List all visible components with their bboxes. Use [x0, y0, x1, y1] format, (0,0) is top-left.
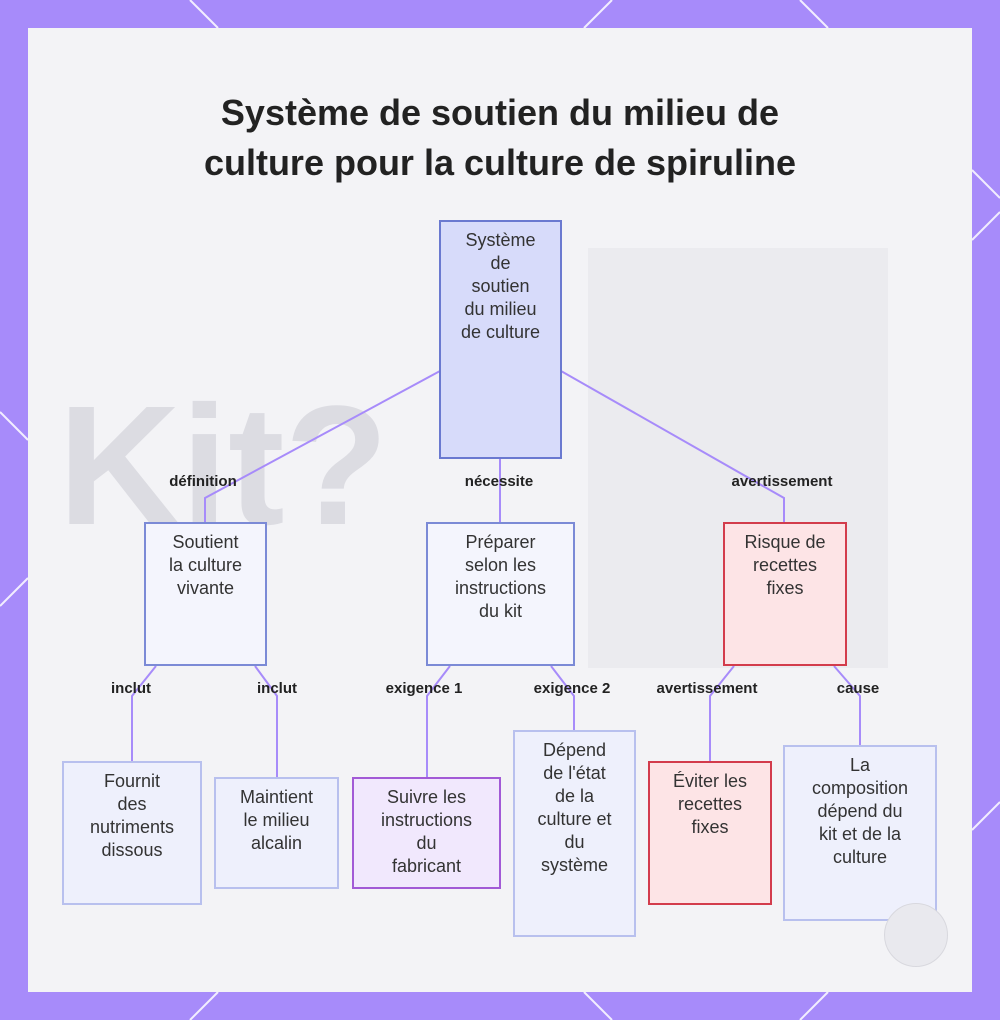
diagram-title: Système de soutien du milieu de culture …	[28, 88, 972, 188]
edge-label-avertissement-bottom: avertissement	[656, 680, 758, 697]
diagram-card: Kit? Système de soutien du milieu de cul…	[28, 28, 972, 992]
node-risque: Risque de recettes fixes	[723, 522, 847, 666]
edge-label-exigence-2: exigence 2	[533, 680, 611, 697]
edge-root-soutient	[204, 370, 441, 522]
edge-label-inclut-1: inclut	[111, 680, 151, 697]
edge-preparer-depend	[550, 665, 575, 730]
watermark-badge	[884, 903, 948, 967]
edge-label-cause: cause	[836, 680, 880, 697]
node-soutient: Soutient la culture vivante	[144, 522, 267, 666]
node-composition: La composition dépend du kit et de la cu…	[783, 745, 937, 921]
node-preparer: Préparer selon les instructions du kit	[426, 522, 575, 666]
node-suivre: Suivre les instructions du fabricant	[352, 777, 501, 889]
edge-risque-eviter	[709, 665, 735, 761]
edges	[131, 370, 861, 777]
edge-label-definition: définition	[169, 473, 237, 490]
node-depend: Dépend de l'état de la culture et du sys…	[513, 730, 636, 937]
edge-soutient-fournit	[131, 665, 157, 761]
title-line-2: culture pour la culture de spiruline	[203, 142, 797, 183]
edge-label-avertissement-top: avertissement	[731, 473, 833, 490]
node-eviter: Éviter les recettes fixes	[648, 761, 772, 905]
node-fournit: Fournit des nutriments dissous	[62, 761, 202, 905]
node-maintient: Maintient le milieu alcalin	[214, 777, 339, 889]
title-line-1: Système de soutien du milieu de	[220, 92, 780, 133]
edge-soutient-maintient	[254, 665, 278, 777]
edge-label-exigence-1: exigence 1	[385, 680, 463, 697]
node-root: Système de soutien du milieu de culture	[439, 220, 562, 459]
edge-label-necessite: nécessite	[464, 473, 534, 490]
edge-preparer-suivre	[426, 665, 451, 777]
edge-label-inclut-2: inclut	[257, 680, 297, 697]
edge-risque-composition	[833, 665, 861, 745]
edge-root-risque	[560, 370, 785, 522]
